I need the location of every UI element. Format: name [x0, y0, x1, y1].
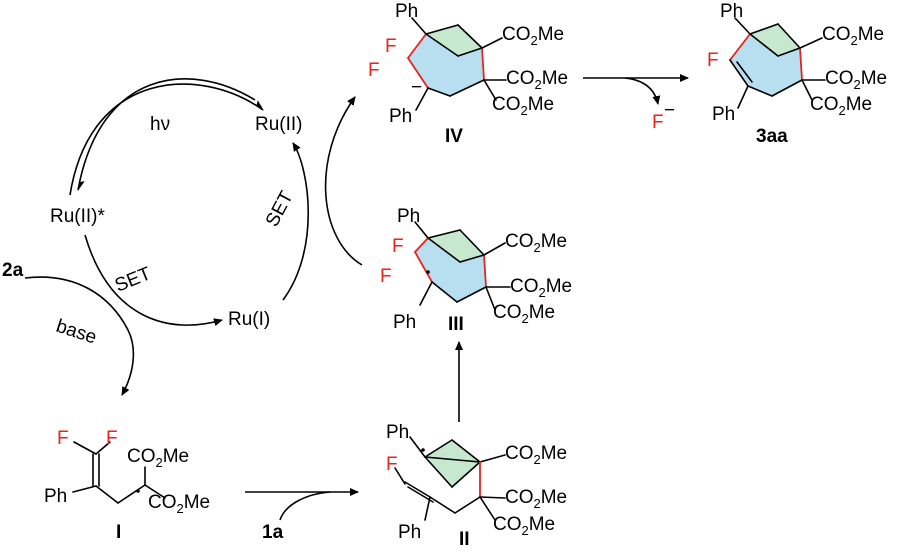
III-ester1: CO2Me — [505, 231, 567, 255]
II-F: F — [386, 454, 398, 475]
compound-3aa: Ph F Ph CO2Me CO2Me CO2Me 3aa — [707, 1, 887, 147]
photocatalytic-cycle: hν Ru(II)* Ru(II) Ru(I) 2a SET base SET — [2, 78, 363, 396]
II-Ph-bottom: Ph — [398, 522, 421, 543]
fluoride-label: F — [652, 112, 664, 133]
II-ester3: CO2Me — [493, 514, 555, 538]
reagent-1a-arc — [279, 491, 331, 521]
hv-label: hν — [150, 114, 170, 135]
3aa-ester1: CO2Me — [822, 24, 884, 48]
ru-i-label: Ru(I) — [228, 309, 270, 330]
IV-label: IV — [445, 126, 463, 147]
fluoride-charge: − — [664, 100, 675, 121]
set-right-label: SET — [262, 188, 298, 231]
IV-charge: − — [411, 77, 422, 98]
fluoride-release-arc — [624, 77, 661, 105]
3aa-label: 3aa — [756, 126, 788, 147]
hv-arc-reverse — [77, 78, 256, 191]
radical-to-anion-arrow — [324, 96, 363, 266]
ru-ii-label: Ru(II) — [255, 114, 303, 135]
3aa-ester2: CO2Me — [825, 68, 887, 92]
III-F2: F — [380, 266, 392, 287]
I-F2: F — [106, 428, 118, 449]
compound-II: Ph F Ph CO2Me CO2Me CO2Me II — [386, 422, 567, 550]
II-ester2: CO2Me — [505, 487, 567, 511]
I-ester1: CO2Me — [127, 446, 189, 470]
III-ester2: CO2Me — [510, 276, 572, 300]
IV-ester1: CO2Me — [502, 24, 564, 48]
I-ester2: CO2Me — [148, 492, 210, 516]
I-label: I — [116, 522, 121, 543]
set-arc-right — [282, 142, 310, 301]
IV-F2: F — [368, 60, 380, 81]
IV-ester3: CO2Me — [492, 94, 554, 118]
reagent-2a-label: 2a — [2, 260, 24, 281]
I-F1: F — [57, 428, 69, 449]
compound-IV: Ph F F − Ph CO2Me CO2Me CO2Me IV — [368, 1, 568, 147]
IV-Ph-top: Ph — [395, 1, 418, 22]
3aa-ester3: CO2Me — [810, 94, 872, 118]
I-Ph: Ph — [44, 486, 67, 507]
IV-Ph-bottom: Ph — [389, 106, 412, 127]
III-ester3: CO2Me — [493, 302, 555, 326]
3aa-Ph-bottom: Ph — [712, 104, 735, 125]
II-label: II — [459, 529, 470, 550]
III-Ph-bottom: Ph — [393, 312, 416, 333]
3aa-F: F — [707, 50, 719, 71]
set-arc-left — [84, 234, 223, 327]
II-Ph-top: Ph — [386, 422, 409, 443]
III-F1: F — [392, 236, 404, 257]
III-Ph-top: Ph — [397, 206, 420, 227]
base-label: base — [53, 316, 99, 349]
3aa-Ph-top: Ph — [720, 1, 743, 22]
compound-I: F F Ph CO2Me CO2Me I — [44, 428, 210, 543]
compound-III: Ph F F Ph CO2Me CO2Me CO2Me III — [380, 206, 572, 335]
reagent-1a-label: 1a — [262, 522, 284, 543]
III-label: III — [448, 314, 464, 335]
reagent-2a-arrow — [24, 276, 135, 396]
II-ester1: CO2Me — [505, 443, 567, 467]
IV-ester2: CO2Me — [506, 68, 568, 92]
set-left-label: SET — [112, 263, 154, 296]
IV-F1: F — [385, 36, 397, 57]
hv-arc-forward — [69, 83, 264, 196]
ru-ii-star-label: Ru(II)* — [50, 206, 106, 227]
